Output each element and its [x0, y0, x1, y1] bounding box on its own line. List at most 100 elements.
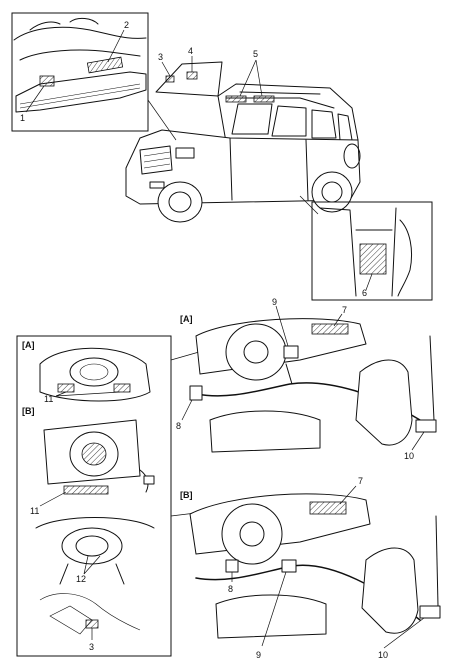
rear-door-window: [311, 109, 337, 139]
scene-a-label: [A]: [180, 314, 193, 324]
passenger-airbag-hatched-a: [311, 323, 349, 335]
callout-12: 12: [76, 574, 86, 584]
detail-inset-frame: [16, 335, 172, 657]
engine-bay-inset-frame: [11, 12, 149, 132]
front-door-window: [271, 105, 307, 137]
engine-bay-inset: 1 2: [11, 12, 149, 132]
leader-car-to-console: [299, 195, 319, 215]
driver-pretensioner-a: [189, 385, 203, 401]
hood-label-hatched: [165, 75, 175, 83]
visor-warning-label-left: [225, 95, 247, 103]
callout-10b: 10: [378, 650, 388, 660]
lower-connector-hatched: [85, 619, 99, 629]
windshield: [231, 103, 273, 135]
engine-outline: [13, 26, 147, 41]
lower-column-outline: [39, 593, 141, 631]
sdm-module-a: [283, 345, 299, 359]
rear-wheel: [311, 171, 353, 213]
callout-10a: 10: [404, 451, 414, 461]
passenger-inflator-core: [81, 442, 107, 466]
roof-rails: [225, 91, 335, 109]
leader-10b: [383, 617, 425, 649]
leader-9b: [261, 571, 287, 647]
pretensioner-b: [419, 605, 441, 619]
contact-coil: [61, 527, 123, 565]
grille: [139, 145, 173, 175]
sdm-module-b: [281, 559, 297, 573]
leader-1: [25, 85, 45, 113]
engine-contour: [19, 49, 141, 61]
inset-section-b-label: [B]: [22, 406, 35, 416]
callout-9b: 9: [256, 650, 261, 660]
seat-edge: [397, 219, 413, 297]
passenger-airbag-hatched-b: [309, 501, 347, 515]
leader-11a: [55, 391, 121, 397]
callout-7b: 7: [358, 476, 363, 486]
callout-11a: 11: [44, 394, 53, 404]
vehicle-illustration: 3 4 5: [125, 46, 361, 223]
steering-wheel-b: [221, 503, 283, 565]
front-seat-b: [361, 547, 419, 634]
leader-11b: [39, 491, 67, 507]
callout-3: 3: [158, 52, 163, 62]
front-seat-a: [355, 359, 413, 446]
seat-cushion-b: [215, 594, 327, 639]
callout-8a: 8: [176, 421, 181, 431]
leader-7a: [333, 313, 343, 327]
headlight: [175, 147, 195, 159]
airbag-label-hatched-right: [113, 383, 131, 393]
hood-warning-label: [186, 71, 198, 80]
callout-1: 1: [20, 113, 25, 123]
airbag-center-hub: [69, 357, 119, 387]
callout-9a: 9: [272, 297, 277, 307]
radiator-support: [15, 71, 147, 113]
console-inset-frame: [311, 201, 433, 301]
front-wheel-hub: [168, 191, 192, 213]
dashboard-scene-b: [B] 7 8 9 10: [170, 476, 441, 660]
driver-pretensioner-b: [225, 559, 239, 573]
leader-10a: [411, 431, 425, 451]
sensor-connector-hatched: [39, 75, 55, 87]
callout-4: 4: [188, 46, 193, 56]
steering-column-cover: [35, 517, 155, 529]
leader-12: [83, 555, 101, 575]
callout-6: 6: [362, 288, 367, 298]
front-wheel: [157, 181, 203, 223]
callout-11b: 11: [30, 506, 39, 516]
passenger-connector: [143, 475, 155, 485]
console-inset: 6: [299, 195, 433, 301]
door-lines: [229, 137, 309, 201]
column-shaft: [59, 563, 125, 585]
leader-5: [239, 59, 263, 97]
sdm-module-hatched: [359, 243, 387, 275]
leader-8a: [181, 399, 193, 421]
driver-airbag-module: [39, 347, 151, 402]
component-detail-inset: [A] 11 [B] 11 12 3: [16, 335, 172, 657]
front-sensor-hatched: [86, 56, 124, 74]
leader-9a: [275, 305, 289, 347]
steering-wheel-a: [225, 323, 287, 381]
license-plate: [149, 181, 165, 189]
leader-2: [107, 29, 125, 63]
steering-hub-a: [243, 340, 269, 364]
visor-warning-label-right: [253, 95, 275, 103]
seatbelt-a: [429, 335, 435, 421]
scene-b-label: [B]: [180, 490, 193, 500]
callout-3b: 3: [89, 642, 94, 652]
seat-cushion-a: [209, 410, 321, 453]
leader-6: [365, 273, 373, 291]
seatbelt-b: [435, 515, 439, 607]
inset-section-a-label: [A]: [22, 340, 35, 350]
grille-bars: [143, 151, 171, 169]
pretensioner-a: [415, 419, 437, 433]
passenger-label-hatched: [63, 485, 109, 495]
engine-hoses: [29, 17, 99, 31]
airbag-center-inner: [79, 363, 109, 381]
callout-8b: 8: [228, 584, 233, 594]
callout-7a: 7: [342, 305, 347, 315]
support-lines: [19, 83, 141, 109]
dashboard-scene-a: [A] 7 9 8 10: [170, 297, 437, 461]
leader-3: [161, 61, 171, 77]
